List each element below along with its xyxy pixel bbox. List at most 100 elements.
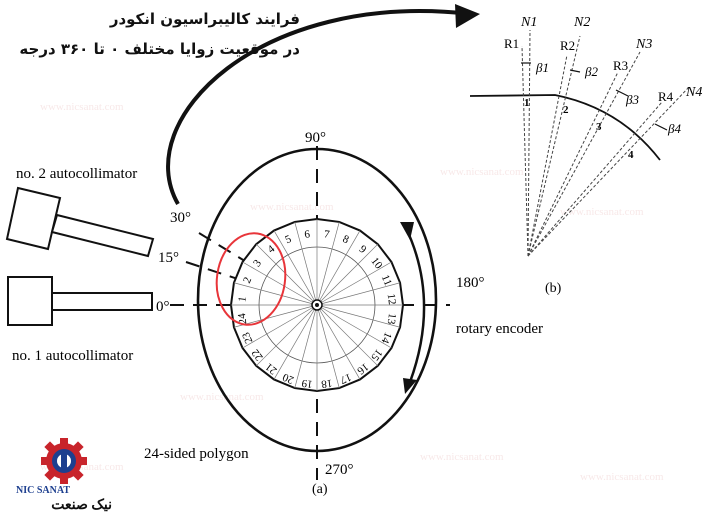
encoder-label: rotary encoder <box>456 321 543 337</box>
gear-icon <box>41 438 87 484</box>
detail-normal-label: N3 <box>635 37 652 52</box>
detail-normal-label: N2 <box>573 15 590 30</box>
company-logo: NIC SANAT نیک صنعت <box>14 437 114 515</box>
polygon-face-number: 8 <box>341 233 351 246</box>
polygon-face-number: 7 <box>323 228 331 241</box>
polygon-spoke <box>273 230 318 306</box>
polygon-spoke <box>242 261 318 306</box>
watermark-text: www.nicsanat.com <box>420 451 504 463</box>
autocollimator-2 <box>5 186 155 258</box>
detail-face-number: 1 <box>524 97 530 109</box>
polygon-face-number: 19 <box>300 377 313 390</box>
detail-ref-label: R4 <box>658 89 674 104</box>
polygon-spoke <box>233 282 318 306</box>
detail-ref-ray <box>521 45 529 257</box>
watermark-text: www.nicsanat.com <box>180 391 264 403</box>
polygon-face-number: 20 <box>280 370 295 385</box>
detail-beta-label: β4 <box>667 121 681 136</box>
title-line-1: فرایند کالیبراسیون انکودر <box>109 10 300 28</box>
polygon-spoke <box>316 261 392 306</box>
rotation-arc <box>404 227 426 383</box>
autocollimator-1 <box>7 276 153 326</box>
watermark-text: www.nicsanat.com <box>580 471 664 483</box>
title-line-2: در موقعیت زوایا مختلف ۰ تا ۳۶۰ درجه <box>19 40 300 58</box>
zoom-arrow-head <box>455 4 480 28</box>
figure-a-label: (a) <box>312 482 328 497</box>
polygon-spoke <box>316 230 361 306</box>
angle-90-label: 90° <box>305 130 326 146</box>
detail-angle-tick <box>654 123 668 131</box>
polygon-face-number: 5 <box>283 233 293 246</box>
polygon-face-number: 6 <box>304 228 312 241</box>
detail-normal-ray <box>527 35 581 257</box>
detail-angle-tick <box>569 69 581 73</box>
rotation-arrow-top <box>400 222 414 240</box>
angle-15-label: 15° <box>158 250 179 266</box>
angle-180-label: 180° <box>456 275 485 291</box>
polygon-spoke <box>294 304 318 389</box>
logo-text-en: NIC SANAT <box>16 485 70 496</box>
highlight-ellipse <box>215 232 287 326</box>
polygon-face-number: 14 <box>378 330 393 345</box>
detail-ref-ray <box>527 101 663 257</box>
detail-normal-label: N1 <box>520 15 537 30</box>
polygon-spoke <box>294 221 318 306</box>
polygon-face-number: 24 <box>236 312 249 325</box>
polygon-spoke <box>316 243 379 306</box>
detail-ref-label: R2 <box>560 38 575 53</box>
polygon-face-number: 2 <box>241 275 254 285</box>
polygon-spoke <box>316 304 379 367</box>
polygon-spoke <box>316 304 361 380</box>
polygon-spoke <box>255 304 318 367</box>
detail-polygon-faces <box>469 94 661 161</box>
detail-ref-label: R3 <box>613 58 628 73</box>
angle-30-label: 30° <box>170 210 191 226</box>
detail-normal-label: N4 <box>685 85 702 100</box>
polygon-center-dot <box>315 303 319 307</box>
polygon-face-number: 11 <box>379 273 394 287</box>
detail-normal-ray <box>527 51 641 257</box>
detail-normal-ray <box>527 29 531 257</box>
detail-figure-b: 1234N1N2N3N4R1R2R3R4β1β2β3β4 <box>469 15 702 257</box>
autocollimator-2-label: no. 2 autocollimator <box>16 166 137 182</box>
autocollimator-1-label: no. 1 autocollimator <box>12 348 133 364</box>
polygon-spoke <box>316 221 340 306</box>
polygon-spoke <box>255 243 318 306</box>
polygon-face-number: 23 <box>240 330 255 345</box>
detail-ref-label: R1 <box>504 36 519 51</box>
figure-b-label: (b) <box>545 281 562 296</box>
polygon-spoke <box>233 304 318 328</box>
polygon-spoke <box>273 304 318 380</box>
detail-beta-label: β1 <box>535 60 549 75</box>
watermark-text: www.nicsanat.com <box>250 201 334 213</box>
polygon-face-number: 1 <box>236 296 249 303</box>
rotation-arrow-bottom <box>403 378 417 394</box>
watermark-text: www.nicsanat.com <box>440 166 524 178</box>
detail-angle-tick <box>615 89 629 97</box>
detail-ref-ray <box>527 54 568 257</box>
watermark-text: www.nicsanat.com <box>40 101 124 113</box>
zoom-arrow <box>166 9 471 205</box>
detail-ref-ray <box>527 71 619 257</box>
detail-face-number: 4 <box>628 149 634 161</box>
polygon-spoke <box>316 304 392 349</box>
detail-beta-label: β2 <box>584 64 598 79</box>
polygon-label: 24-sided polygon <box>144 446 249 462</box>
detail-normal-ray <box>527 85 691 257</box>
angle-270-label: 270° <box>325 462 354 478</box>
logo-text-fa: نیک صنعت <box>51 497 112 513</box>
angle-0-label: 0° <box>156 299 170 315</box>
polygon-spoke <box>316 304 340 389</box>
polygon-spoke <box>316 282 401 306</box>
polygon-face-number: 18 <box>320 377 333 390</box>
detail-face-number: 2 <box>563 104 569 116</box>
detail-beta-label: β3 <box>625 92 639 107</box>
polygon-spoke <box>316 304 401 328</box>
watermark-text: www.nicsanat.com <box>560 206 644 218</box>
polygon-spoke <box>242 304 318 349</box>
polygon-face-number: 12 <box>385 293 398 305</box>
polygon-face-number: 13 <box>385 313 398 326</box>
